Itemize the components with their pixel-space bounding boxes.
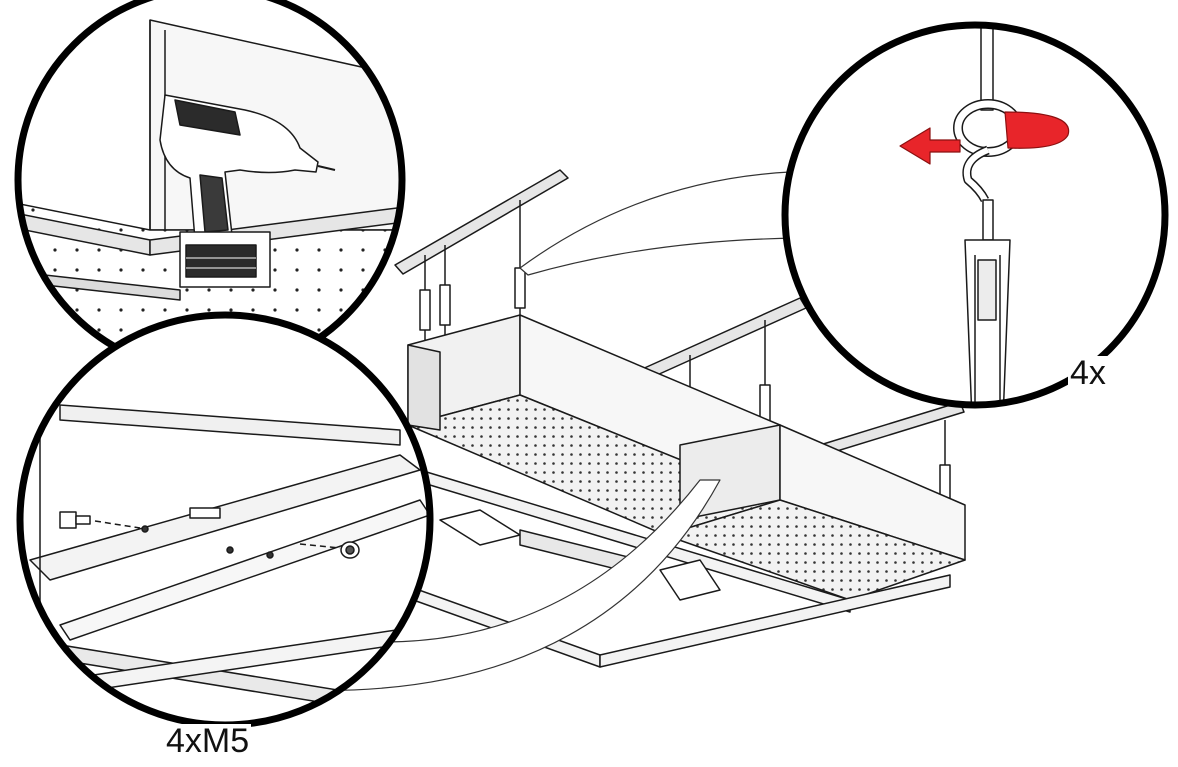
- nut-icon: [299, 541, 360, 559]
- lower-frame: [404, 469, 951, 668]
- ceiling-rails: [394, 169, 965, 456]
- screw-icon: [59, 511, 149, 533]
- screw-count-label: 4xM5: [164, 722, 252, 760]
- detail-hook: [781, 21, 1169, 409]
- detail-screw: [16, 311, 434, 729]
- cordless-drill-icon: [159, 94, 336, 288]
- callout-wedge-hook: [519, 171, 801, 276]
- hanger-count-label: 4x: [1068, 354, 1108, 392]
- rotation-arrow-icon: [899, 111, 1070, 165]
- main-assembly-view: [299, 169, 966, 692]
